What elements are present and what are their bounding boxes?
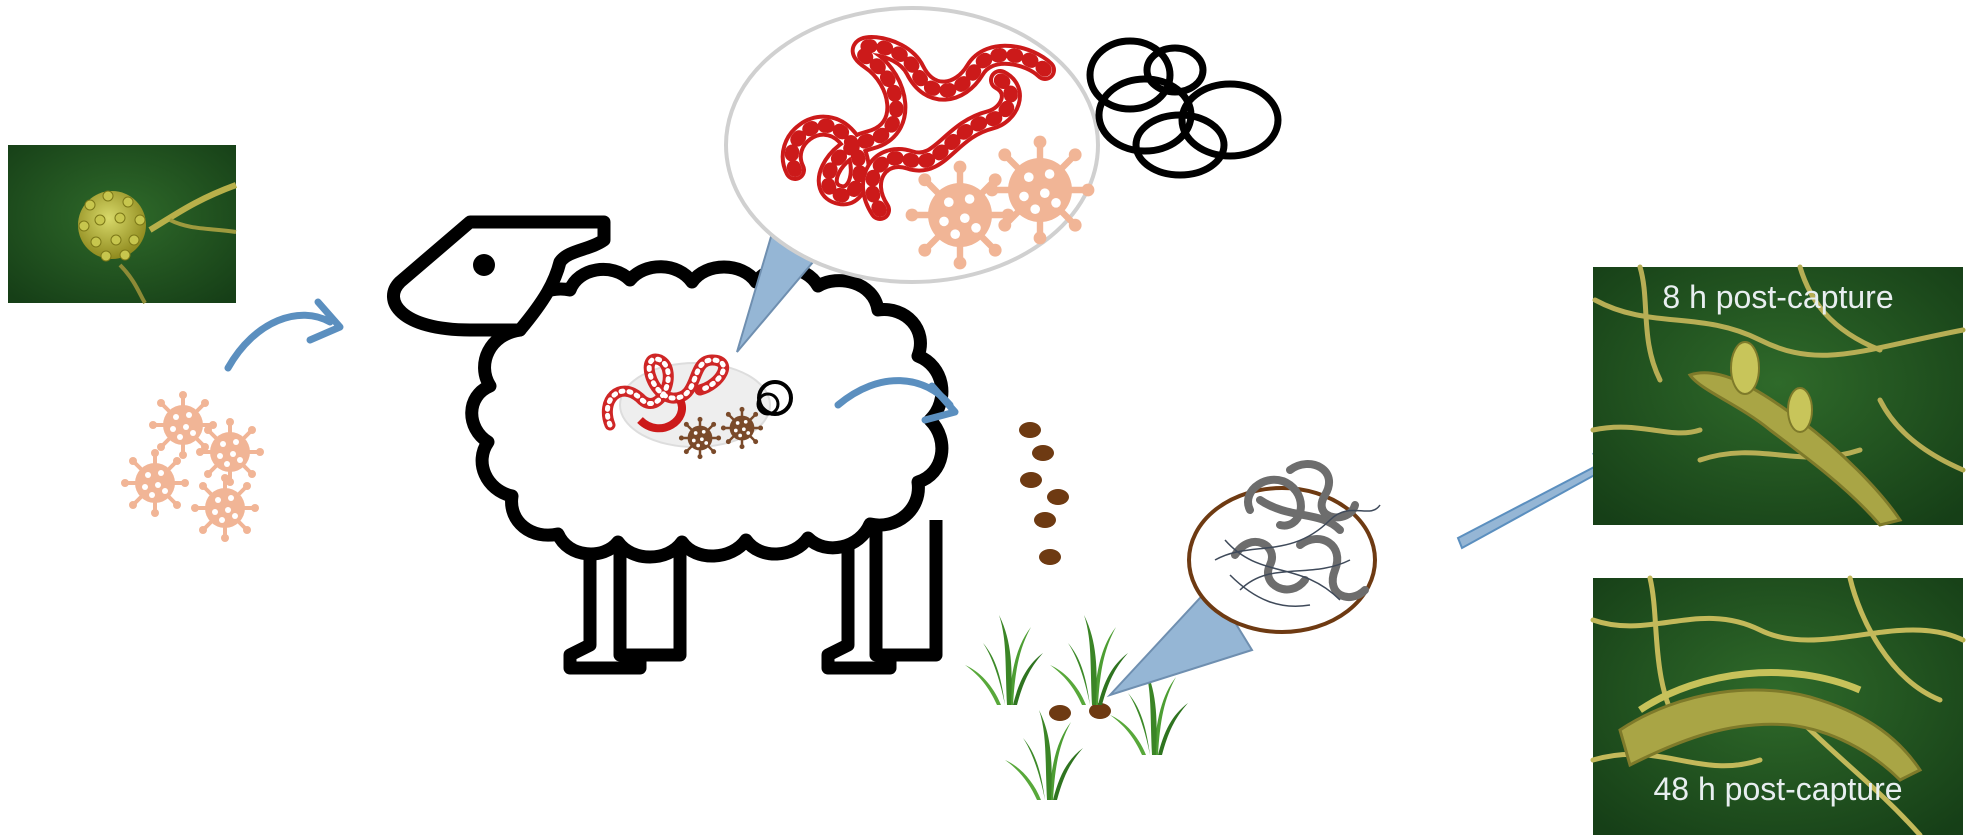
panel-caption-48h: 48 h post-capture <box>1653 771 1902 807</box>
flow-arrow-icon <box>1458 455 1610 548</box>
flow-arrow-icon <box>228 302 340 368</box>
micrograph-8h-panel: 8 h post-capture <box>1593 267 1963 525</box>
magnified-gut-contents-icon <box>726 8 1278 282</box>
grass-tuft-icon <box>965 615 1188 800</box>
spore-cluster-icon <box>121 391 264 542</box>
fungal-spore-micrograph <box>8 145 236 303</box>
trapped-nematodes-icon <box>1189 464 1380 632</box>
micrograph-48h-panel: 48 h post-capture <box>1593 578 1963 835</box>
panel-caption-8h: 8 h post-capture <box>1662 279 1893 315</box>
